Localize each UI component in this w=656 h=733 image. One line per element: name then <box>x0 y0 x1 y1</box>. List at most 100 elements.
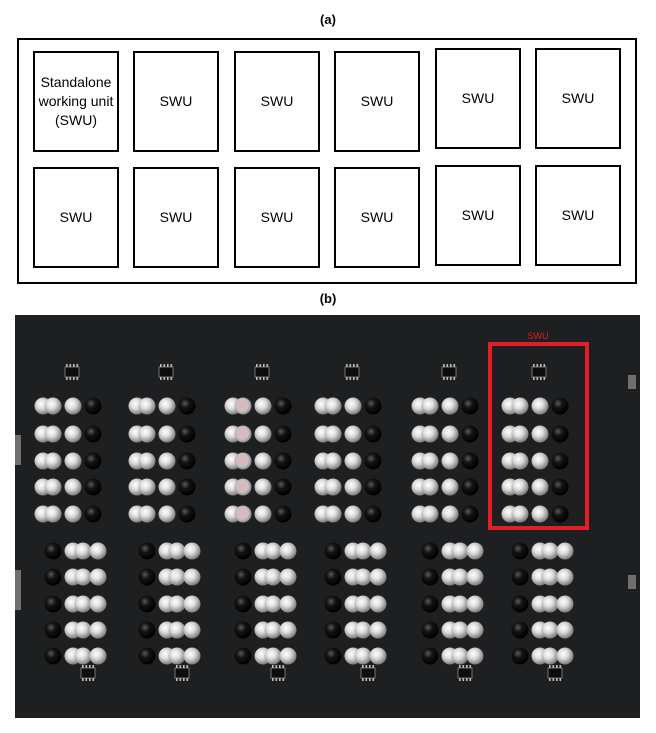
led <box>264 595 282 613</box>
led <box>421 478 439 496</box>
led <box>511 452 529 470</box>
led <box>511 425 529 443</box>
led <box>279 621 297 639</box>
chip-pin <box>167 364 169 367</box>
chip-pin <box>362 665 364 668</box>
led <box>84 452 102 470</box>
swu-highlight-box <box>488 342 589 530</box>
led <box>556 568 574 586</box>
chip-pin <box>275 665 278 668</box>
led <box>541 647 559 665</box>
led <box>511 542 529 560</box>
connector <box>15 570 21 610</box>
swu-box: SWU <box>234 51 320 152</box>
chip-pin <box>353 364 355 367</box>
swu-box: SWU <box>535 48 621 149</box>
led <box>44 452 62 470</box>
led <box>274 478 292 496</box>
led <box>354 542 372 560</box>
led <box>556 647 574 665</box>
chip-pin <box>349 364 352 367</box>
led <box>74 621 92 639</box>
led <box>158 397 176 415</box>
led <box>541 595 559 613</box>
led <box>183 595 201 613</box>
led <box>421 621 439 639</box>
chip-pin <box>356 364 359 367</box>
led <box>274 397 292 415</box>
led <box>461 452 479 470</box>
led <box>466 621 484 639</box>
led <box>234 505 252 523</box>
chip-pin <box>160 364 162 367</box>
led <box>551 478 569 496</box>
led <box>254 397 272 415</box>
led <box>451 647 469 665</box>
led <box>274 425 292 443</box>
chip-pin <box>453 377 456 380</box>
swu-box: Standalone working unit (SWU) <box>33 51 119 152</box>
led <box>158 452 176 470</box>
led <box>441 505 459 523</box>
led <box>354 568 372 586</box>
led <box>511 505 529 523</box>
chip <box>80 667 96 679</box>
led <box>84 397 102 415</box>
led <box>64 397 82 415</box>
chip-pin <box>69 364 72 367</box>
chip-pin <box>263 364 265 367</box>
connector <box>15 435 21 465</box>
chip-pin <box>259 364 262 367</box>
chip-pin <box>556 665 558 668</box>
pcb-illustration: SWU <box>15 331 636 681</box>
chip-pin <box>73 364 75 367</box>
led <box>234 478 252 496</box>
led <box>279 647 297 665</box>
led <box>324 478 342 496</box>
led <box>44 425 62 443</box>
led <box>44 397 62 415</box>
led <box>84 425 102 443</box>
chip-pin <box>346 364 348 367</box>
led <box>84 505 102 523</box>
chip <box>158 366 174 378</box>
led <box>461 397 479 415</box>
led <box>44 478 62 496</box>
led <box>324 425 342 443</box>
chip-pin <box>66 364 68 367</box>
led <box>279 568 297 586</box>
chip <box>360 667 376 679</box>
led <box>138 397 156 415</box>
chip-pin <box>559 678 562 681</box>
led <box>138 647 156 665</box>
led <box>64 478 82 496</box>
led <box>274 452 292 470</box>
led <box>421 505 439 523</box>
led <box>531 452 549 470</box>
led <box>466 568 484 586</box>
chip-pin <box>89 678 91 681</box>
swu-box: SWU <box>133 51 219 152</box>
led <box>344 452 362 470</box>
chip-pin <box>282 665 285 668</box>
led <box>324 452 342 470</box>
chip-pin <box>66 377 68 380</box>
swu-text: SWU <box>461 207 495 223</box>
chip-pin <box>549 665 551 668</box>
chip-pin <box>92 678 95 681</box>
chip-pin <box>372 678 375 681</box>
chip <box>531 366 547 378</box>
led <box>369 568 387 586</box>
chip-pin <box>89 665 91 668</box>
connector <box>628 575 636 589</box>
led <box>451 595 469 613</box>
led <box>254 452 272 470</box>
swu-text: SWU <box>159 209 193 225</box>
led <box>138 452 156 470</box>
led <box>461 505 479 523</box>
led <box>324 595 342 613</box>
led <box>364 397 382 415</box>
led <box>451 542 469 560</box>
chip-pin <box>372 665 375 668</box>
led <box>421 397 439 415</box>
